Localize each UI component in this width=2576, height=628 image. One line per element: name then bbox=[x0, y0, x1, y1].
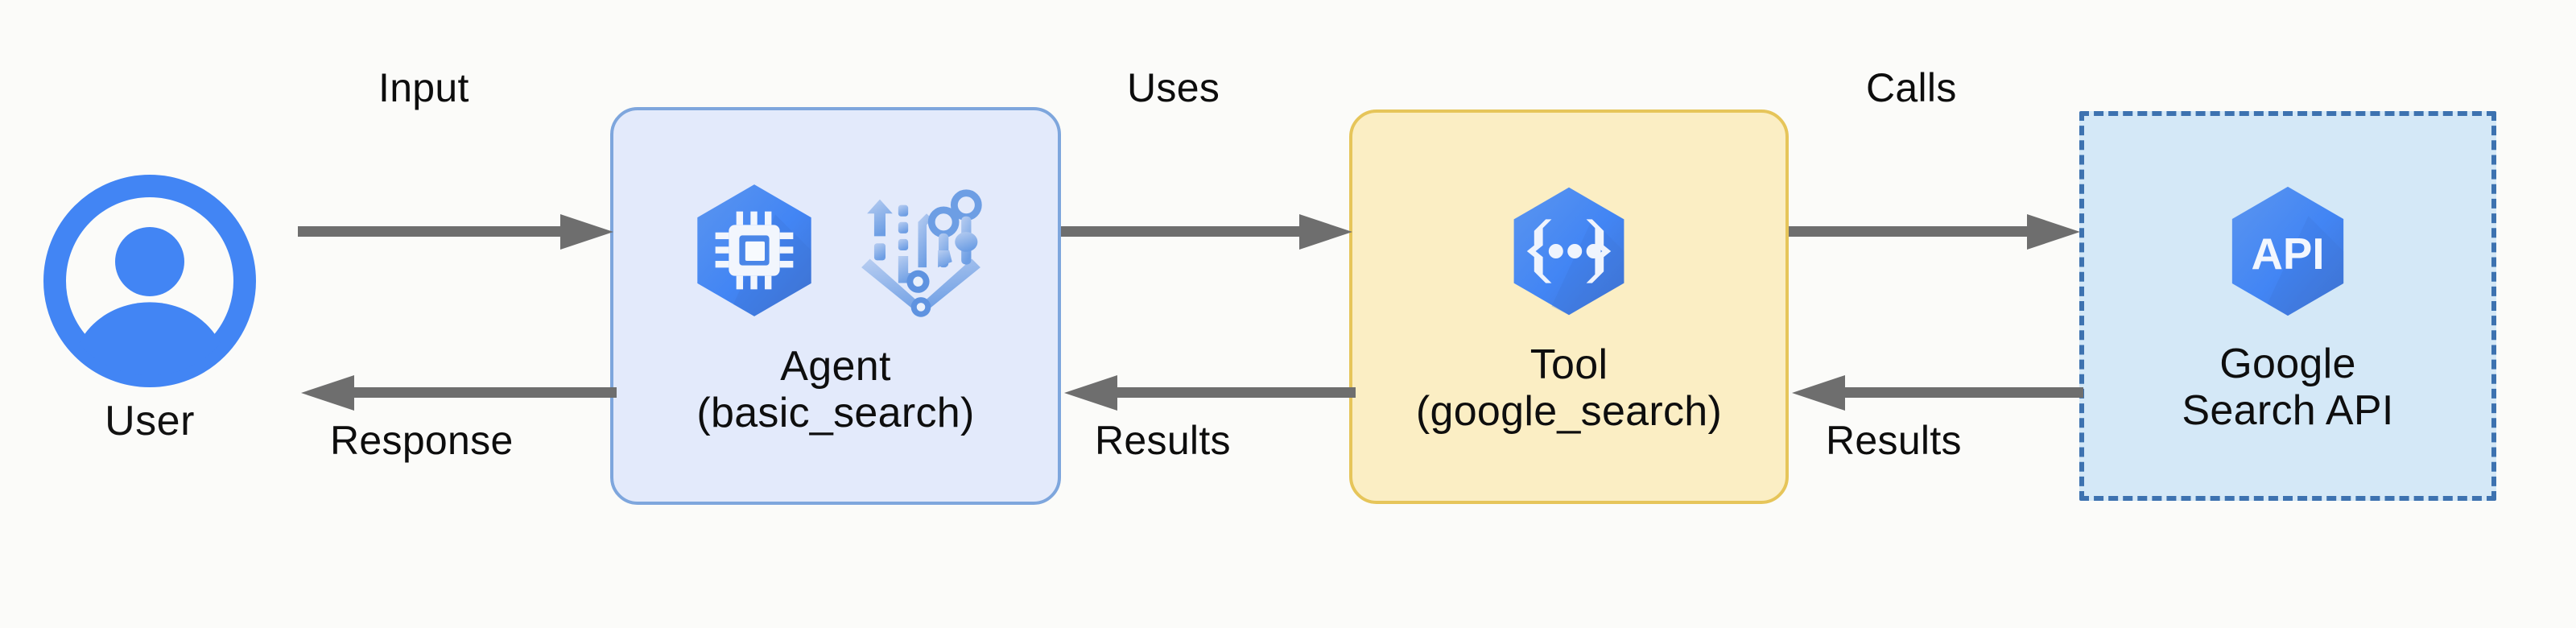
arrow-agent-to-user bbox=[301, 375, 617, 411]
arrow-user-to-agent bbox=[298, 214, 613, 250]
arrow-tool-to-api bbox=[1789, 214, 2080, 250]
cloud-function-hexagon-icon bbox=[1513, 187, 1624, 315]
tool-icon-row bbox=[1496, 179, 1641, 324]
node-user-label: User bbox=[105, 398, 195, 444]
node-google-search-api[interactable]: API Google Search API bbox=[2079, 111, 2496, 501]
user-avatar-icon bbox=[43, 175, 256, 387]
arrow-api-to-tool bbox=[1792, 375, 2083, 411]
arrow-label-results-tool: Results bbox=[1095, 418, 1231, 463]
node-api-title: Google Search API bbox=[2182, 340, 2394, 434]
arrow-label-results-api: Results bbox=[1826, 418, 1962, 463]
api-hexagon-icon: API bbox=[2231, 186, 2344, 316]
arrow-label-uses: Uses bbox=[1127, 65, 1220, 110]
arrow-label-response: Response bbox=[330, 418, 514, 463]
cpu-hexagon-icon bbox=[697, 184, 811, 316]
node-tool[interactable]: Tool (google_search) bbox=[1349, 109, 1789, 504]
node-agent-title: Agent (basic_search) bbox=[696, 342, 975, 436]
agent-workflow-icon bbox=[861, 189, 982, 317]
arrow-label-input: Input bbox=[378, 65, 469, 110]
arrow-agent-to-tool bbox=[1061, 214, 1352, 250]
api-icon-row: API bbox=[2215, 178, 2361, 324]
arrow-tool-to-agent bbox=[1064, 375, 1356, 411]
agent-icon-row bbox=[679, 176, 992, 325]
node-agent[interactable]: Agent (basic_search) bbox=[610, 107, 1061, 505]
node-user[interactable]: User bbox=[42, 173, 267, 487]
api-hexagon-text: API bbox=[2251, 229, 2324, 279]
node-tool-title: Tool (google_search) bbox=[1415, 341, 1723, 435]
arrow-label-calls: Calls bbox=[1866, 65, 1957, 110]
